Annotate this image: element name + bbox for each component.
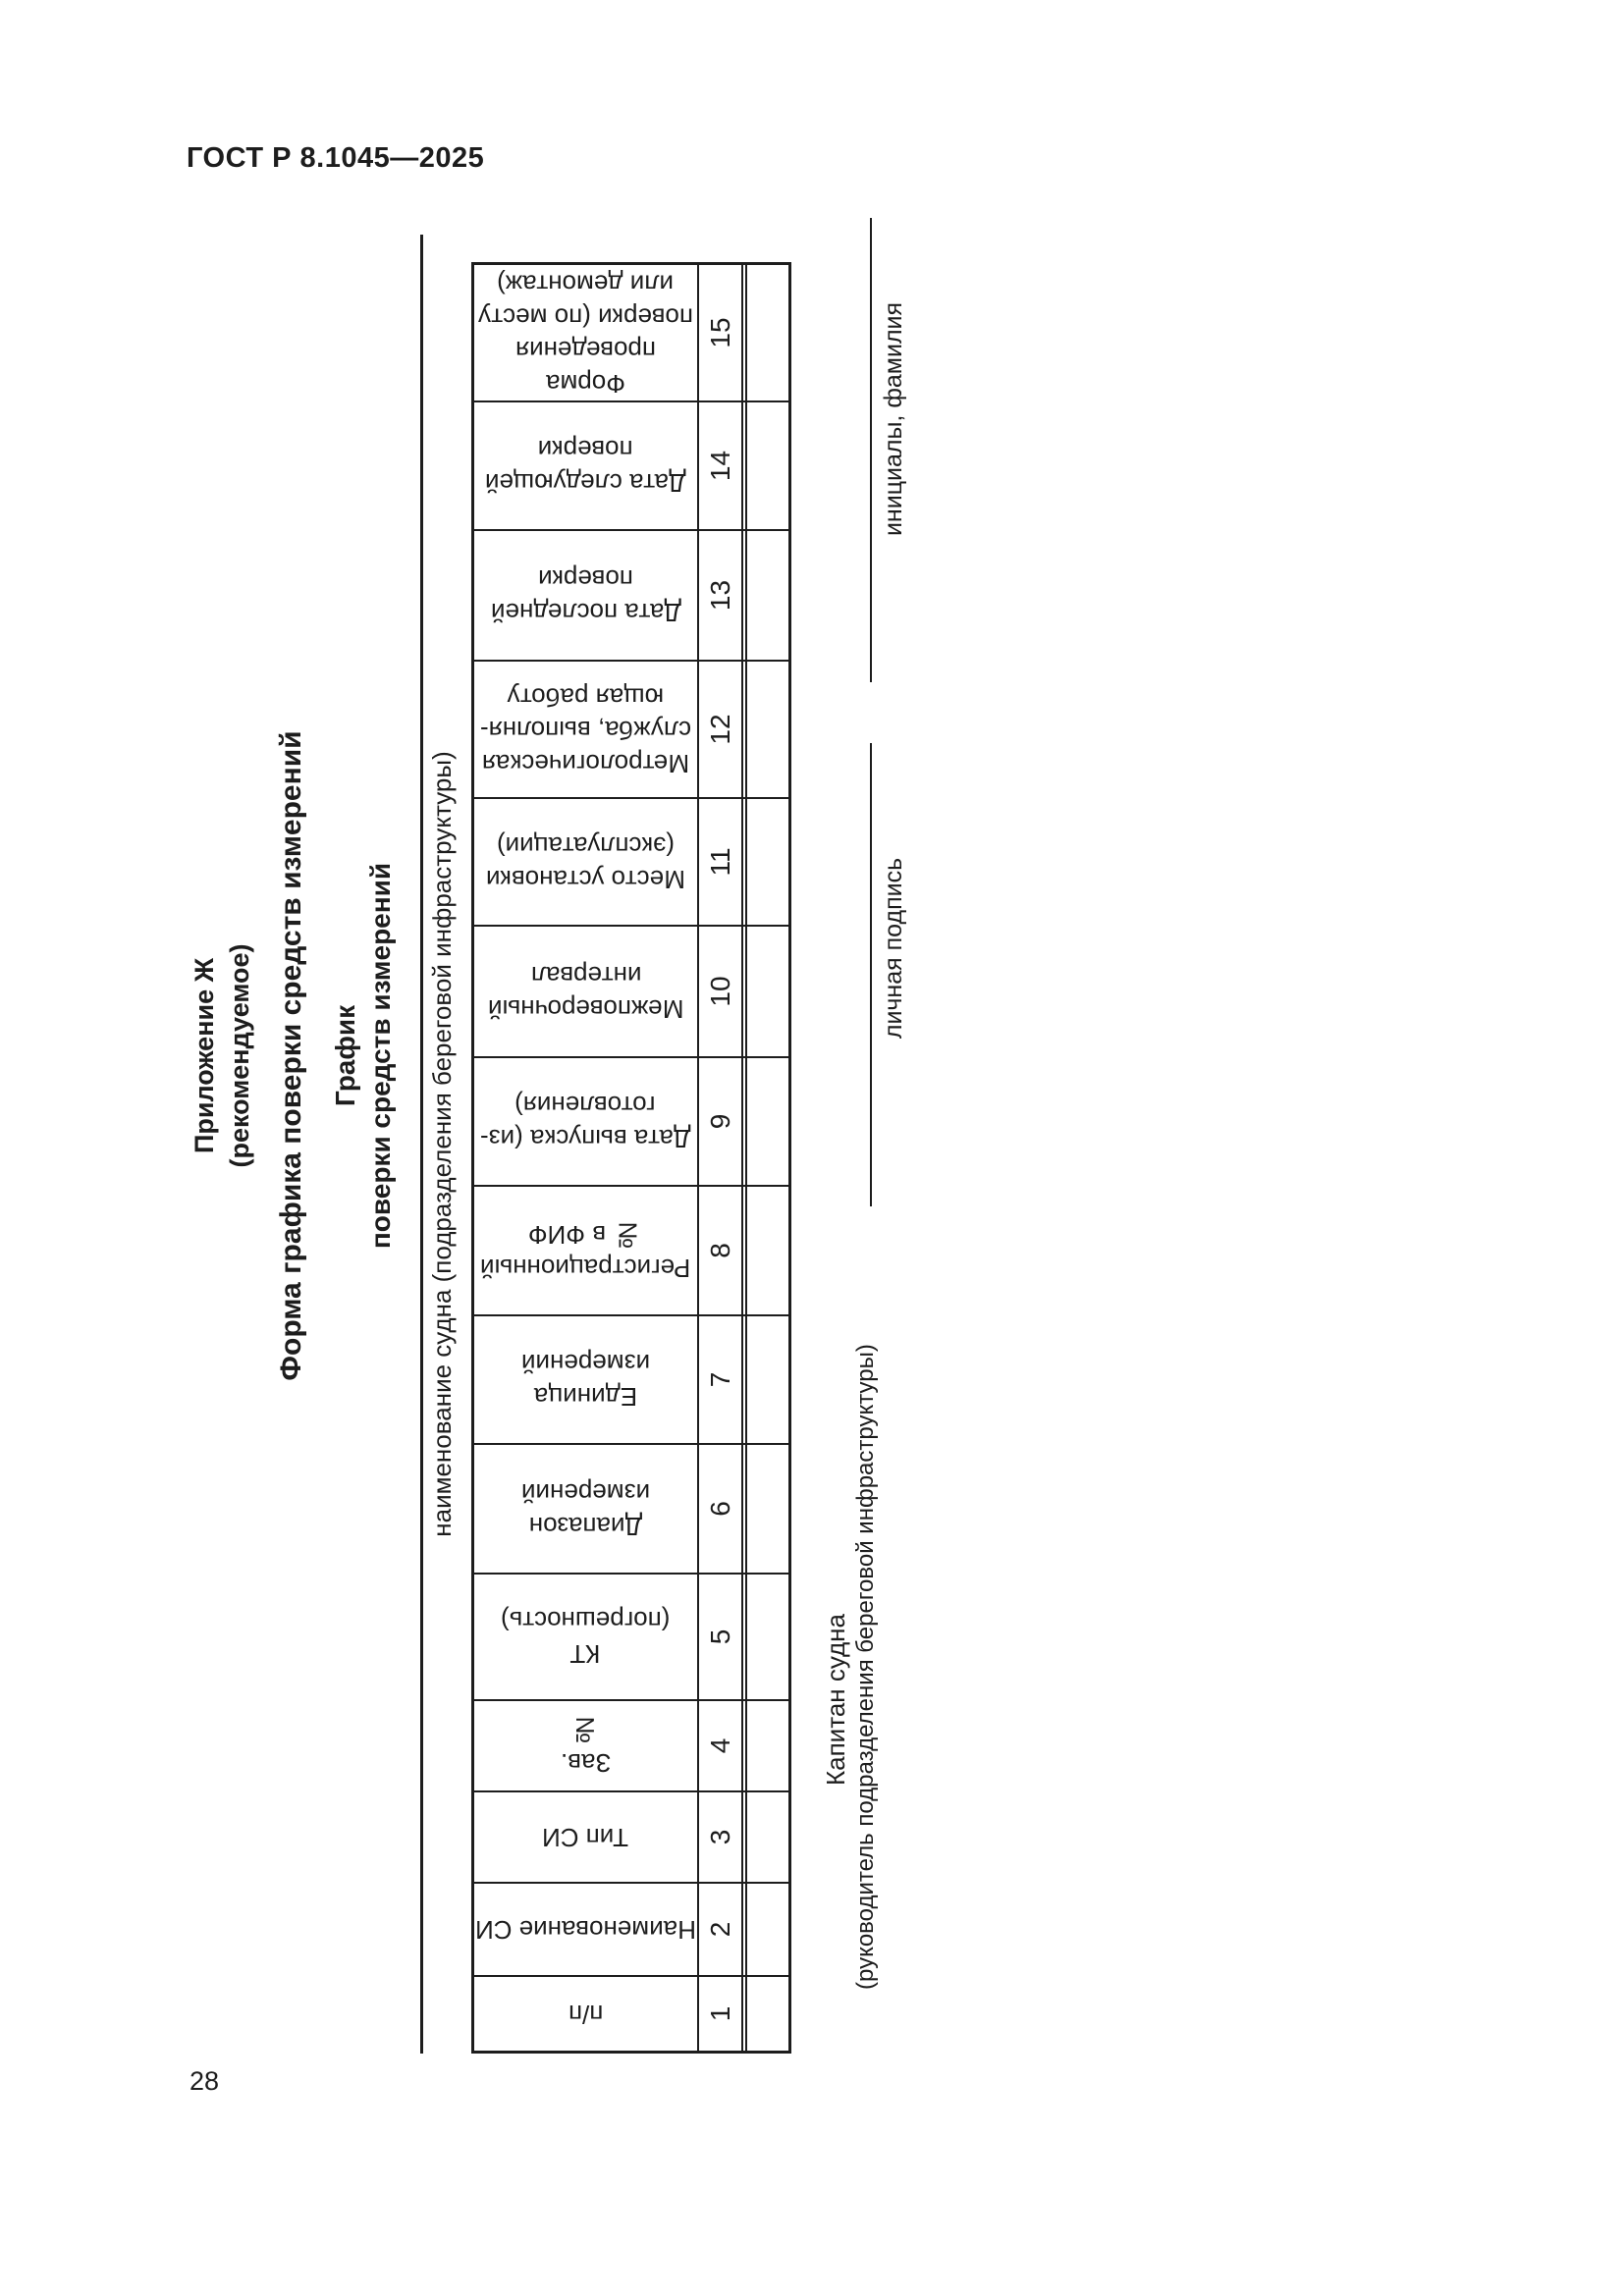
col-number-12: 12 — [697, 662, 741, 799]
col-header-3: Тип СИ — [474, 1792, 697, 1884]
personal-signature-caption: личная подпись — [880, 857, 907, 1040]
col-header-14: Дата следующей поверки — [474, 402, 697, 531]
empty-data-cell — [745, 1316, 788, 1445]
appendix-label: Приложение Ж — [189, 957, 219, 1154]
col-header-4: Зав. № — [474, 1701, 697, 1792]
empty-data-cell — [745, 1575, 788, 1701]
empty-data-cell — [745, 1187, 788, 1316]
col-number-10: 10 — [697, 927, 741, 1058]
landscape-rotated-area: Приложение Ж (рекомендуемое) Форма графи… — [147, 218, 977, 2071]
col-header-7: Единица измерений — [474, 1316, 697, 1445]
col-header-10: Межповерочный интервал — [474, 927, 697, 1058]
col-header-13-text: Дата последней поверки — [490, 564, 681, 628]
initials-line — [870, 218, 872, 682]
col-number-4: 4 — [697, 1701, 741, 1792]
ship-name-caption: наименование судна (подразделения берего… — [427, 751, 457, 1537]
col-number-11: 11 — [697, 799, 741, 927]
col-number-5: 5 — [697, 1575, 741, 1701]
col-header-4-text: Зав. № — [560, 1715, 612, 1779]
col-header-12: Метрологическая служба, выполня- ющая ра… — [474, 662, 697, 799]
col-header-2-text: Наименование СИ — [475, 1915, 696, 1946]
col-number-1: 1 — [697, 1977, 741, 2051]
schedule-form-area: наименование судна (подразделения берего… — [420, 235, 791, 2054]
col-number-2: 2 — [697, 1884, 741, 1977]
col-header-12-text: Метрологическая служба, выполня- ющая ра… — [479, 682, 692, 778]
standard-code: ГОСТ Р 8.1045—2025 — [187, 142, 485, 174]
col-number-13: 13 — [697, 531, 741, 662]
empty-data-cell — [745, 927, 788, 1058]
empty-data-cell — [745, 1884, 788, 1977]
ship-name-fill-line — [420, 235, 423, 2054]
appendix-kind: (рекомендуемое) — [225, 943, 254, 1168]
col-header-8: Регистрационный № в ФИФ — [474, 1187, 697, 1316]
empty-data-cell — [745, 1792, 788, 1884]
col-header-5: КТ (погрешность) — [474, 1575, 697, 1701]
form-title-line2: поверки средств измерений — [365, 862, 396, 1250]
col-number-15: 15 — [697, 265, 741, 402]
appendix-heading: Форма графика поверки средств измерений — [275, 730, 307, 1381]
empty-data-cell — [745, 1058, 788, 1187]
col-header-8-text: Регистрационный № в ФИФ — [480, 1220, 691, 1283]
empty-data-cell — [745, 1445, 788, 1575]
col-header-5-text: КТ (погрешность) — [501, 1606, 671, 1670]
appendix-title-block: Приложение Ж (рекомендуемое) Форма графи… — [147, 146, 399, 1965]
col-header-6: Диапазон измерений — [474, 1445, 697, 1575]
col-number-3: 3 — [697, 1792, 741, 1884]
empty-data-cell — [745, 1977, 788, 2051]
col-number-7: 7 — [697, 1316, 741, 1445]
col-header-15-text: Форма проведения поверки (по месту или д… — [477, 269, 694, 399]
col-header-11: Место установки (эксплуатации) — [474, 799, 697, 927]
col-header-10-text: Межповерочный интервал — [487, 961, 684, 1024]
col-number-14: 14 — [697, 402, 741, 531]
col-number-8: 8 — [697, 1187, 741, 1316]
col-header-2: Наименование СИ — [474, 1884, 697, 1977]
signer-role-note: (руководитель подразделения береговой ин… — [852, 1344, 879, 1990]
col-header-7-text: Единица измерений — [520, 1349, 651, 1413]
initials-caption: инициалы, фамилия — [880, 301, 907, 537]
signature-block: Капитан судна (руководитель подразделени… — [791, 218, 958, 2054]
col-header-1-text: п/п — [568, 2000, 604, 2030]
empty-data-cell — [745, 531, 788, 662]
empty-data-cell — [745, 1701, 788, 1792]
col-header-3-text: Тип СИ — [542, 1823, 629, 1853]
col-header-11-text: Место установки (эксплуатации) — [485, 831, 686, 894]
col-number-9: 9 — [697, 1058, 741, 1187]
verification-schedule-table: п/п Наименование СИ Тип СИ Зав. № КТ (по… — [471, 262, 791, 2054]
col-header-6-text: Диапазон измерений — [520, 1478, 651, 1541]
col-header-13: Дата последней поверки — [474, 531, 697, 662]
personal-signature-line — [870, 743, 872, 1206]
col-header-15: Форма проведения поверки (по месту или д… — [474, 265, 697, 402]
col-header-1: п/п — [474, 1977, 697, 2051]
signer-role: Капитан судна — [821, 1614, 850, 1786]
empty-data-cell — [745, 265, 788, 402]
col-header-14-text: Дата следующей поверки — [485, 435, 686, 499]
page-number: 28 — [189, 2066, 220, 2096]
col-header-9: Дата выпуска (из- готовления) — [474, 1058, 697, 1187]
col-number-6: 6 — [697, 1445, 741, 1575]
empty-data-cell — [745, 402, 788, 531]
form-title-line1: График — [330, 1004, 360, 1107]
col-header-9-text: Дата выпуска (из- готовления) — [480, 1091, 691, 1154]
empty-data-cell — [745, 799, 788, 927]
empty-data-cell — [745, 662, 788, 799]
